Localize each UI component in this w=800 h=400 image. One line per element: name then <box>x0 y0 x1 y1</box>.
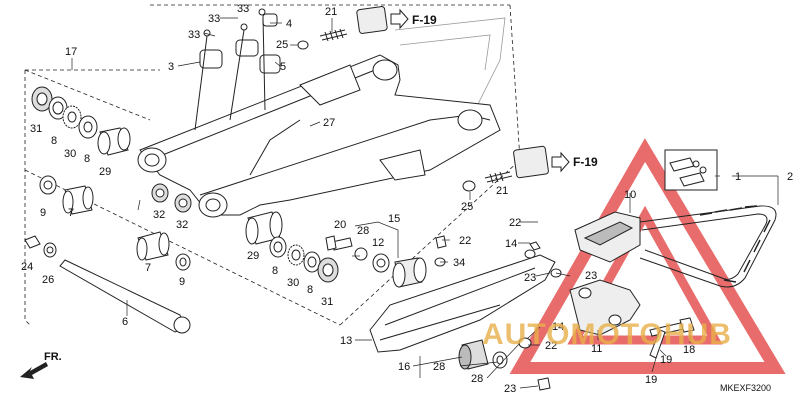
callout-24: 24 <box>21 261 33 273</box>
top-brackets <box>194 8 281 131</box>
callout-7: 7 <box>145 262 151 274</box>
callout-22: 22 <box>545 340 557 352</box>
callout-22: 22 <box>459 235 471 247</box>
callout-25: 25 <box>461 201 473 213</box>
callout-26: 26 <box>42 274 54 286</box>
callout-29: 29 <box>99 166 111 178</box>
callout-30: 30 <box>287 277 299 289</box>
callout-14: 14 <box>505 238 517 250</box>
f19-top-arrow <box>390 8 409 30</box>
callout-33: 33 <box>208 13 220 25</box>
drive-chain <box>639 149 777 288</box>
master-link <box>669 157 707 187</box>
callout-28: 28 <box>433 361 445 373</box>
front-label: FR. <box>44 351 62 363</box>
callout-33: 33 <box>188 29 200 41</box>
callout-1: 1 <box>735 171 741 183</box>
right-bearing-stack <box>245 211 339 283</box>
callout-27: 27 <box>323 117 335 129</box>
leader-lines <box>71 17 779 389</box>
callout-23: 23 <box>524 272 536 284</box>
callout-32: 32 <box>153 209 165 221</box>
pivot-shaft <box>24 231 191 334</box>
callout-17: 17 <box>65 46 77 58</box>
watermark-triangle <box>509 138 786 374</box>
chain-guide <box>550 211 641 278</box>
callout-4: 4 <box>286 18 292 30</box>
callout-7: 7 <box>68 207 74 219</box>
callout-23: 23 <box>504 383 516 395</box>
callout-32: 32 <box>176 219 188 231</box>
callout-8: 8 <box>51 135 57 147</box>
callout-8: 8 <box>307 284 313 296</box>
callout-31: 31 <box>30 123 42 135</box>
callout-13: 13 <box>340 335 352 347</box>
callout-6: 6 <box>122 316 128 328</box>
callout-16: 16 <box>398 361 410 373</box>
callout-2: 2 <box>787 171 793 183</box>
callout-8: 8 <box>272 265 278 277</box>
callout-3: 3 <box>168 61 174 73</box>
callout-9: 9 <box>179 276 185 288</box>
link-parts <box>325 235 427 288</box>
left-bearing-stack <box>31 86 192 215</box>
chain-adjusters <box>356 6 549 179</box>
bracket-11 <box>569 279 695 359</box>
callout-8: 8 <box>84 153 90 165</box>
roller-parts <box>458 337 551 391</box>
callout-28: 28 <box>471 373 483 385</box>
callout-labels: 33 33 33 4 3 5 21 25 17 31 8 30 8 29 27 … <box>21 3 793 395</box>
front-arrow <box>20 362 48 379</box>
swingarm <box>137 54 501 218</box>
callout-11: 11 <box>591 343 602 355</box>
callout-34: 34 <box>453 257 465 269</box>
callout-15: 15 <box>388 213 400 225</box>
callout-19: 19 <box>660 354 672 366</box>
callout-5: 5 <box>280 61 286 73</box>
callout-19: 19 <box>645 374 657 386</box>
watermark-text: AUTOMOTOHUB <box>482 318 732 351</box>
callout-10: 10 <box>624 189 636 201</box>
callout-23: 23 <box>585 270 597 282</box>
callout-20: 20 <box>334 219 346 231</box>
callout-21: 21 <box>325 6 337 18</box>
callout-29: 29 <box>247 250 259 262</box>
callout-33: 33 <box>237 3 249 15</box>
ref-f19-top: F-19 <box>412 13 437 27</box>
callout-22: 22 <box>509 217 521 229</box>
callout-14: 14 <box>552 321 564 333</box>
callout-9: 9 <box>40 207 46 219</box>
f19-mid-arrow <box>551 151 570 173</box>
callout-28: 28 <box>357 225 369 237</box>
adjuster-bolts <box>297 28 513 192</box>
diagram-code: MKEXF3200 <box>720 383 771 393</box>
callout-21: 21 <box>496 185 508 197</box>
callout-25: 25 <box>276 39 288 51</box>
callout-12: 12 <box>372 237 384 249</box>
callout-30: 30 <box>64 148 76 160</box>
chain-links <box>699 205 771 283</box>
callout-18: 18 <box>683 344 695 356</box>
callout-31: 31 <box>321 296 333 308</box>
ref-f19-mid: F-19 <box>573 155 598 169</box>
